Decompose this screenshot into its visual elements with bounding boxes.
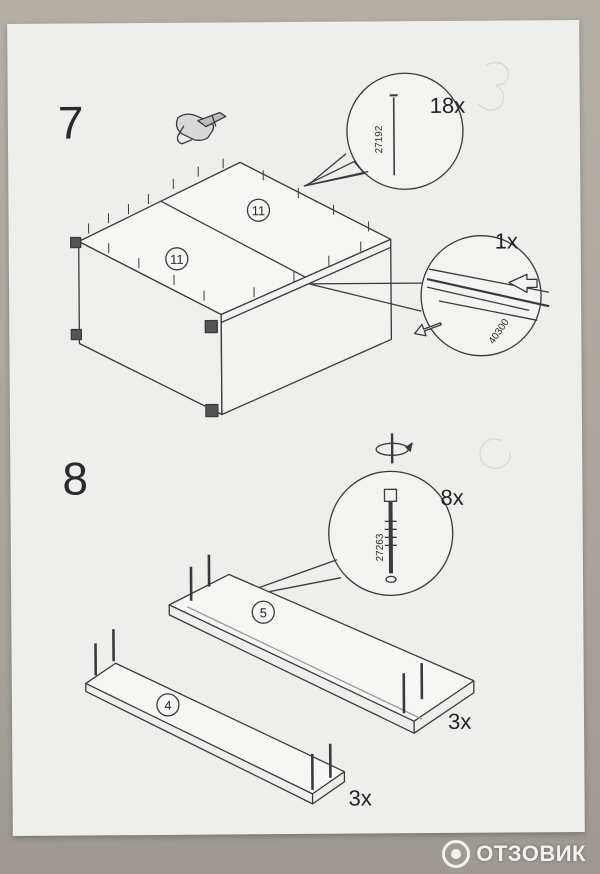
watermark-text: ОТЗОВИК: [476, 841, 586, 866]
bleed-through: [477, 61, 511, 470]
step-8-number: 8: [62, 452, 89, 505]
board-4-quantity: 3x: [348, 785, 372, 811]
dowel-part-number: 27263: [375, 533, 386, 561]
dowel-quantity: 8x: [440, 484, 464, 510]
otzovik-watermark: ОТЗОВИК: [442, 840, 586, 868]
illustrations: 27192 40300 27263 11 11 5 4: [70, 61, 550, 805]
hammer-icon: [175, 111, 227, 145]
otzovik-logo-icon: [442, 840, 471, 868]
instruction-sheet: 27192 40300 27263 11 11 5 4 7 8 18x 1x 8…: [7, 20, 585, 836]
nail-callout: [303, 72, 464, 190]
nail-part-number: 27192: [374, 125, 385, 153]
board-5-label: 5: [260, 605, 267, 620]
step-7-number: 7: [57, 96, 84, 149]
panel-label-front: 11: [170, 252, 184, 267]
board-5: [168, 554, 475, 734]
board-4: [85, 629, 346, 805]
strip-quantity: 1x: [494, 228, 519, 254]
cabinet-box: [70, 158, 393, 418]
dowel-callout: [222, 470, 454, 602]
screwdriver-icon: [375, 433, 413, 464]
strip-callout: [308, 235, 550, 357]
board-5-quantity: 3x: [447, 708, 472, 734]
nail-quantity: 18x: [429, 92, 466, 119]
board-4-label: 4: [164, 698, 171, 713]
panel-label-back: 11: [252, 203, 266, 218]
